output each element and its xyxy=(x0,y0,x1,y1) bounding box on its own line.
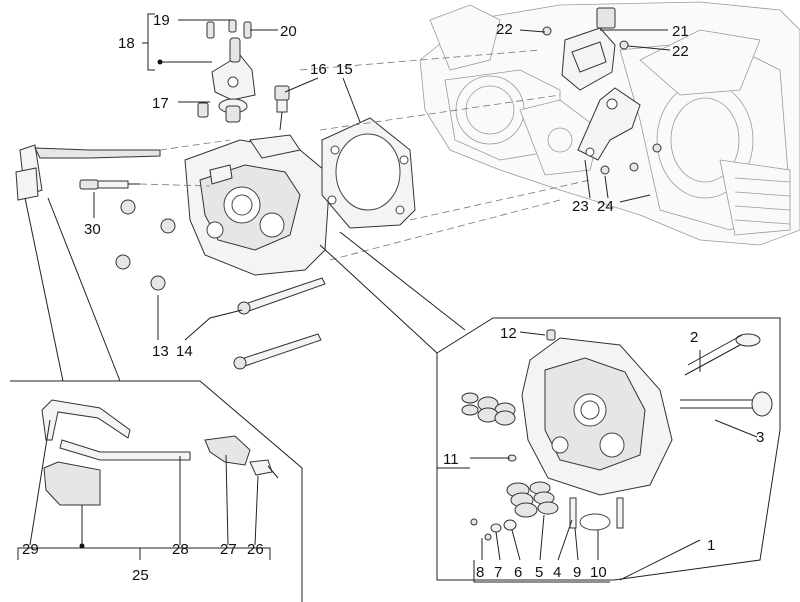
callout-labels: 19 20 18 17 16 15 22 21 22 23 24 30 13 1… xyxy=(22,12,764,584)
callout-9: 9 xyxy=(573,564,581,581)
part-17-thermostat xyxy=(197,98,248,123)
part-16-temperature-sensor xyxy=(274,85,290,131)
part-30-spark-plug xyxy=(79,179,140,190)
callout-12: 12 xyxy=(500,325,517,342)
callout-25: 25 xyxy=(132,567,149,584)
callout-11: 11 xyxy=(443,451,459,468)
callout-7: 7 xyxy=(494,564,502,581)
part-23-bracket xyxy=(577,87,641,161)
callout-26: 26 xyxy=(247,541,264,558)
callout-22-right: 22 xyxy=(672,43,689,60)
leader-lines xyxy=(17,13,758,583)
valve-spring-stack xyxy=(470,481,559,541)
part-14-studs xyxy=(233,277,326,370)
detail-panel-cylinder-head xyxy=(319,231,781,581)
spark-plug-boot xyxy=(15,144,161,201)
callout-15: 15 xyxy=(336,61,353,78)
callout-16: 16 xyxy=(310,61,327,78)
callout-1: 1 xyxy=(707,537,715,554)
part-18-thermostat-cover xyxy=(211,37,256,101)
callout-18: 18 xyxy=(118,35,135,52)
callout-22-top: 22 xyxy=(496,21,513,38)
part-13-nuts xyxy=(115,199,176,291)
part-21-actuator xyxy=(561,7,616,91)
assembly-dash-lines xyxy=(139,49,591,261)
callout-6: 6 xyxy=(514,564,522,581)
part-15-head-gasket xyxy=(321,117,416,229)
callout-10: 10 xyxy=(590,564,607,581)
callout-17: 17 xyxy=(152,95,169,112)
callout-4: 4 xyxy=(553,564,561,581)
callout-24: 24 xyxy=(597,198,614,215)
engine-block-illustration xyxy=(419,1,800,246)
cylinder-head-upper xyxy=(184,134,331,276)
callout-20: 20 xyxy=(280,23,297,40)
callout-19: 19 xyxy=(153,12,170,29)
detail-panel-hoses xyxy=(10,197,303,602)
screws-19-20 xyxy=(206,19,252,39)
callout-23: 23 xyxy=(572,198,589,215)
callout-21: 21 xyxy=(672,23,689,40)
callout-5: 5 xyxy=(535,564,543,581)
callout-8: 8 xyxy=(476,564,484,581)
callout-13: 13 xyxy=(152,343,169,360)
bolts-22-24 xyxy=(542,26,662,175)
callout-2: 2 xyxy=(690,329,698,346)
callout-3: 3 xyxy=(756,429,764,446)
callout-28: 28 xyxy=(172,541,189,558)
callout-27: 27 xyxy=(220,541,237,558)
callout-14: 14 xyxy=(176,343,193,360)
callout-30: 30 xyxy=(84,221,101,238)
callout-29: 29 xyxy=(22,541,39,558)
